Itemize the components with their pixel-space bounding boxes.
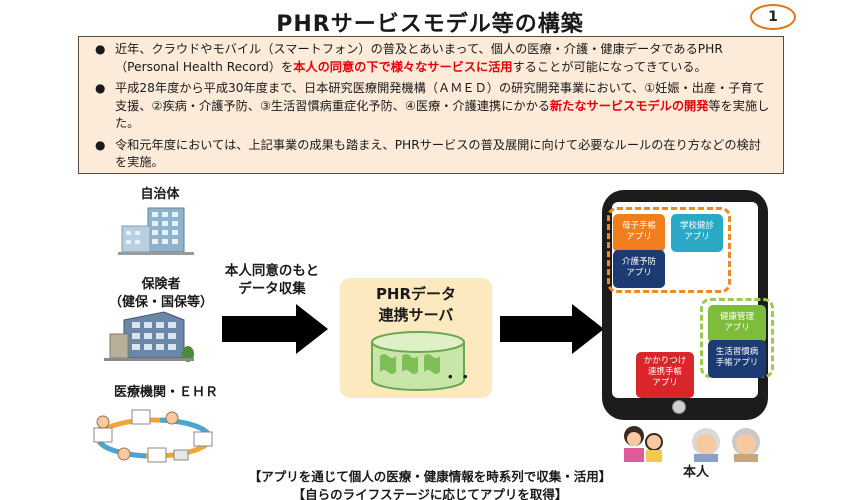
app-family-doctor-link[interactable]: かかりつけ 連携手帳 アプリ	[636, 352, 694, 398]
app-label-line1: 生活習慣病	[715, 347, 759, 357]
app-label-line1: 健康管理	[719, 312, 754, 322]
consent-label-line2: データ収集	[238, 281, 306, 297]
home-button-icon	[672, 400, 686, 414]
life-stage-app-group	[607, 207, 731, 293]
bullet-1-text-b: することが可能になってきている。	[512, 59, 707, 74]
app-school-checkup[interactable]: 学校健診 アプリ	[671, 214, 723, 252]
server-title-line2: 連携サーバ	[378, 306, 454, 324]
server-title-line1: PHRデータ	[375, 285, 457, 303]
consent-label: 本人同意のもと データ収集	[212, 262, 332, 298]
bullet-2-text-b: 等を実施した。	[115, 98, 770, 131]
app-label-line2: アプリ	[724, 323, 750, 333]
footer-line-1: 【アプリを通じて個人の医療・健康情報を時系列で収集・活用】	[248, 469, 612, 484]
office-building-icon	[104, 311, 194, 362]
consent-label-line1: 本人同意のもと	[224, 263, 320, 279]
app-label-line1: 介護予防	[621, 257, 656, 267]
app-label-line2: アプリ	[626, 268, 652, 278]
bullet-icon: ●	[95, 137, 106, 152]
arrow-to-server-icon	[222, 304, 328, 354]
municipality-label: 自治体	[140, 187, 180, 202]
person-label: 本人	[682, 465, 709, 480]
server-ellipsis: ．．	[446, 362, 485, 383]
app-label-line2: アプリ	[626, 232, 652, 242]
phr-server-box: PHRデータ 連携サーバ ．．	[340, 278, 492, 398]
app-label-line2: アプリ	[684, 232, 710, 242]
database-icon	[371, 331, 465, 391]
bullet-icon: ●	[95, 42, 106, 56]
summary-bullet-2: ● 平成28年度から平成30年度まで、日本研究医療開発機構（ＡＭＥＤ）の研究開発…	[89, 80, 773, 133]
medical-institution-label: 医療機関・ＥＨＲ	[113, 385, 218, 400]
page-title: PHRサービスモデル等の構築	[276, 12, 584, 37]
app-label-line1: 母子手帳	[621, 221, 656, 231]
bullet-2-emphasis: 新たなサービスモデルの開発	[549, 98, 709, 113]
app-label-line1: かかりつけ	[643, 356, 687, 366]
bullet-1-text-a: 近年、クラウドやモバイル（スマートフォン）の普及とあいまって、個人の医療・介護・…	[115, 42, 723, 74]
app-maternal-handbook[interactable]: 母子手帳 アプリ	[613, 214, 665, 252]
app-label-line3: アプリ	[652, 378, 678, 388]
server-title: PHRデータ 連携サーバ	[340, 284, 492, 326]
arrow-to-apps-icon	[500, 304, 604, 354]
app-health-management[interactable]: 健康管理 アプリ	[708, 305, 766, 343]
people-illustration-icon	[624, 426, 760, 462]
app-label-line2: 連携手帳	[647, 367, 682, 377]
medical-network-icon	[93, 409, 213, 463]
app-lifestyle-disease-handbook[interactable]: 生活習慣病 手帳アプリ	[708, 340, 766, 378]
app-label-line2: 手帳アプリ	[715, 358, 759, 368]
insurer-label: 保険者 （健保・国保等）	[96, 276, 226, 312]
app-care-prevention[interactable]: 介護予防 アプリ	[613, 250, 665, 288]
bullet-3-text: 令和元年度においては、上記事業の成果も踏まえ、PHRサービスの普及展開に向けて必…	[115, 137, 761, 170]
insurer-label-line1: 保険者	[141, 277, 181, 292]
summary-bullet-1: ● 近年、クラウドやモバイル（スマートフォン）の普及とあいまって、個人の医療・介…	[89, 41, 773, 76]
government-building-icon	[118, 207, 194, 255]
bullet-icon: ●	[95, 81, 106, 95]
footer-line-2: 【自らのライフステージに応じてアプリを取得】	[292, 487, 568, 500]
bullet-1-emphasis: 本人の同意の下で様々なサービスに活用	[293, 59, 513, 74]
bullet-2-text-a: 平成28年度から平成30年度まで、日本研究医療開発機構（ＡＭＥＤ）の研究開発事業…	[115, 81, 765, 113]
app-label-line1: 学校健診	[679, 221, 714, 231]
page-number-badge: 1	[750, 4, 796, 30]
insurer-label-line2: （健保・国保等）	[108, 295, 213, 310]
summary-box: ● 近年、クラウドやモバイル（スマートフォン）の普及とあいまって、個人の医療・介…	[78, 36, 784, 174]
summary-bullet-3: ● 令和元年度においては、上記事業の成果も踏まえ、PHRサービスの普及展開に向け…	[89, 137, 773, 172]
